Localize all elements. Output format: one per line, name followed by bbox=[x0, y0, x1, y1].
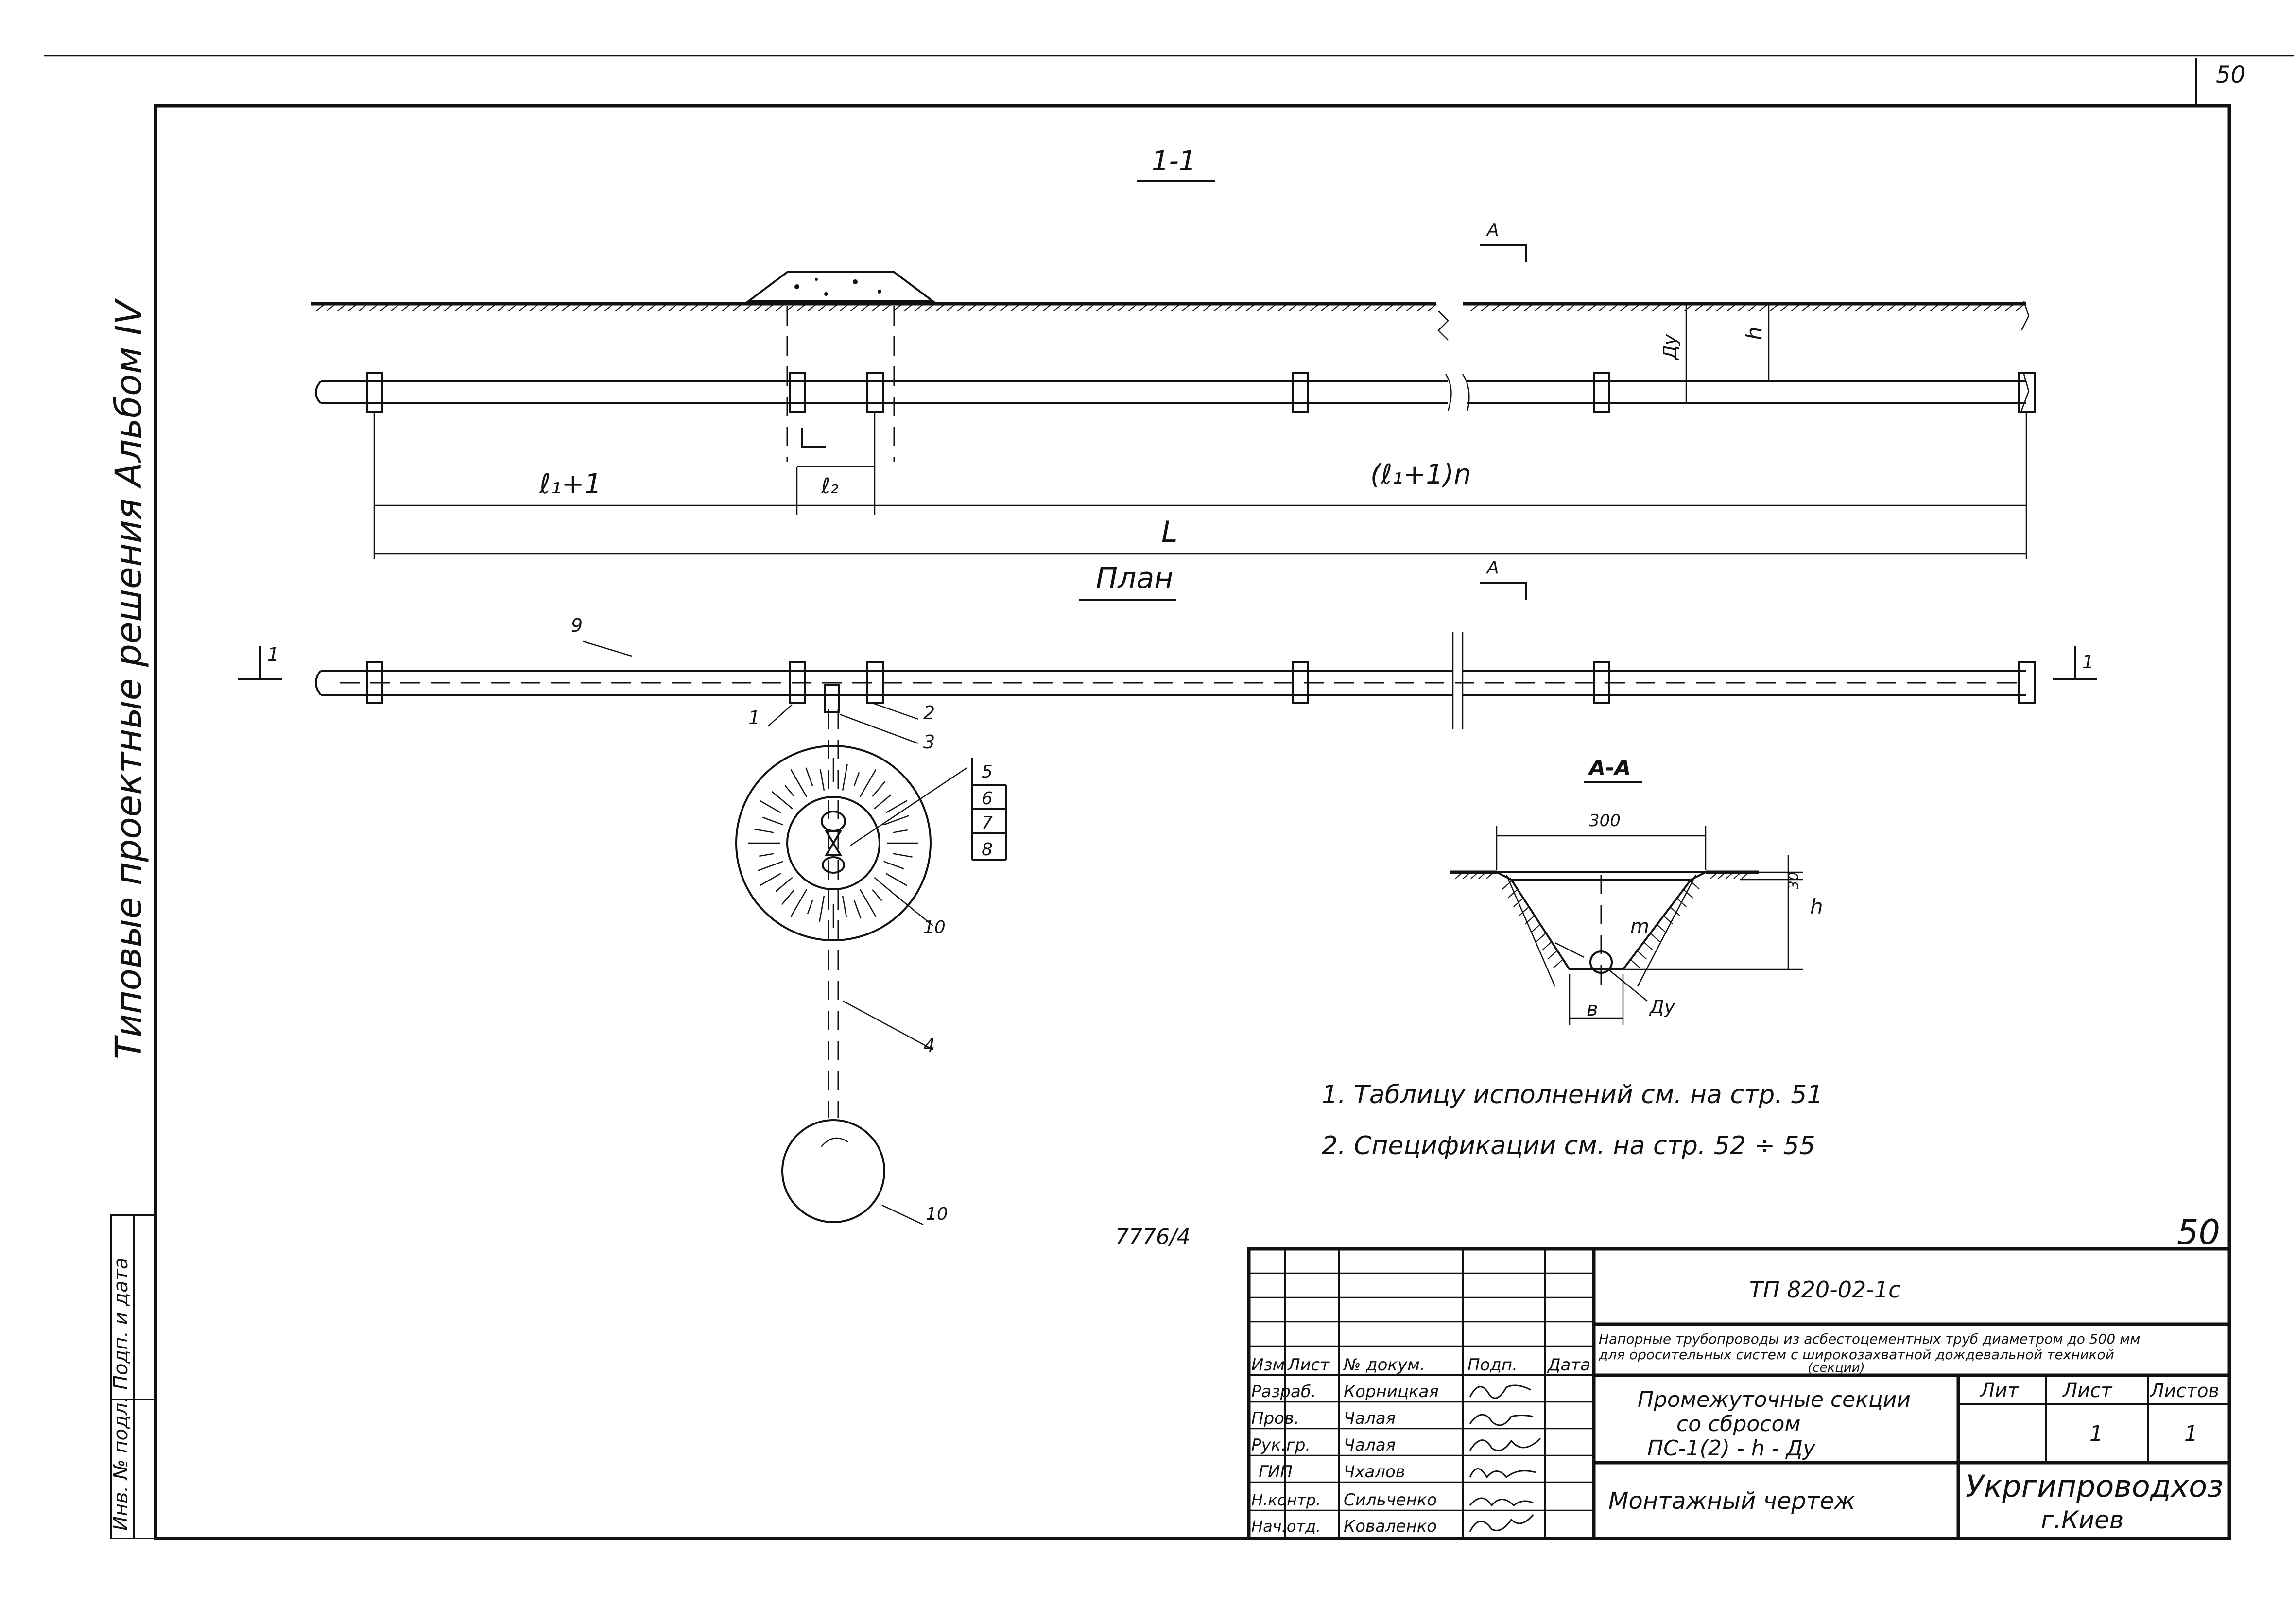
sheet-name-3: ПС-1(2) - h - Ду bbox=[1647, 1436, 1816, 1461]
role-0: Разраб. bbox=[1251, 1382, 1316, 1401]
signatures bbox=[1469, 1384, 1541, 1532]
callout-9: 9 bbox=[571, 615, 583, 636]
dim-dy-section: Ду bbox=[1659, 334, 1681, 361]
callout-3: 3 bbox=[923, 731, 935, 753]
drawing-type: Монтажный чертеж bbox=[1608, 1487, 1855, 1515]
depth-dims bbox=[1685, 304, 1770, 403]
name-5: Коваленко bbox=[1344, 1517, 1437, 1536]
org-city: г.Киев bbox=[2041, 1506, 2123, 1534]
name-1: Чалая bbox=[1344, 1409, 1396, 1428]
name-0: Корницкая bbox=[1344, 1382, 1439, 1401]
section-A-top-label: А bbox=[1486, 220, 1499, 240]
callout-5: 5 bbox=[982, 762, 993, 782]
section-mark-right: 1 bbox=[2082, 651, 2094, 673]
sheet-frame bbox=[44, 55, 2294, 1540]
subject-line-1: Напорные трубопроводы из асбестоцементны… bbox=[1599, 1331, 2140, 1347]
dim-L: L bbox=[1161, 515, 1177, 549]
org-name: Укргипроводхоз bbox=[1966, 1469, 2223, 1504]
subject-line-2: для оросительных систем с широкозахватно… bbox=[1598, 1347, 2114, 1363]
ground-line bbox=[311, 302, 2026, 311]
callout-4: 4 bbox=[923, 1035, 935, 1056]
subject-line-3: (секции) bbox=[1808, 1361, 1865, 1375]
list-value: 1 bbox=[2089, 1421, 2103, 1446]
callout-8: 8 bbox=[982, 840, 993, 860]
mound bbox=[745, 271, 936, 302]
inv-no-label: Инв. № подл. bbox=[110, 1397, 132, 1531]
podp-i-data-label: Подп. и дата bbox=[110, 1258, 132, 1390]
hdr-list: Лист bbox=[1287, 1355, 1330, 1375]
mound-projection bbox=[786, 306, 895, 462]
callout-1: 1 bbox=[748, 707, 760, 728]
role-1: Пров. bbox=[1251, 1409, 1299, 1428]
roles-table: Разраб. Корницкая Пров. Чалая Рук.гр. Ча… bbox=[1251, 1382, 1439, 1536]
section-marks-1 bbox=[238, 646, 2097, 680]
listov-value: 1 bbox=[2184, 1421, 2198, 1446]
dim-h-section: h bbox=[1742, 327, 1767, 340]
sheet-name-2: со сбросом bbox=[1676, 1412, 1801, 1436]
pipe-section-view bbox=[315, 301, 2030, 411]
dim-l1-n: (ℓ₁+1)n bbox=[1370, 459, 1471, 490]
title-block-grid bbox=[1247, 1247, 2231, 1540]
doc-ref: 7776/4 bbox=[1115, 1225, 1191, 1249]
page-number: 50 bbox=[2216, 61, 2245, 88]
dim-dy-AA: Ду bbox=[1649, 996, 1675, 1018]
stamp-page-number: 50 bbox=[2177, 1212, 2220, 1252]
trench-section bbox=[1450, 826, 1803, 1025]
role-5: Нач.отд. bbox=[1251, 1517, 1321, 1536]
dim-l1-plus-1: ℓ₁+1 bbox=[539, 468, 602, 500]
section-A-bottom-label: А bbox=[1486, 558, 1499, 578]
left-margin-strip bbox=[110, 1214, 156, 1539]
outlet-branch bbox=[824, 684, 840, 1118]
callout-10-upper: 10 bbox=[923, 917, 946, 937]
tp-code: ТП 820-02-1с bbox=[1749, 1277, 1900, 1303]
section-1-1-title: 1-1 bbox=[1152, 145, 1196, 177]
role-3: ГИП bbox=[1259, 1462, 1293, 1482]
section-AA-title: А-А bbox=[1588, 756, 1631, 780]
name-3: Чхалов bbox=[1344, 1462, 1405, 1482]
list-label: Лист bbox=[2062, 1380, 2113, 1402]
callout-7: 7 bbox=[982, 813, 993, 833]
role-4: Н.контр. bbox=[1251, 1491, 1321, 1509]
dim-300: 300 bbox=[1589, 811, 1621, 830]
sheet-name-1: Промежуточные секции bbox=[1638, 1387, 1911, 1412]
plan-title: План bbox=[1096, 561, 1173, 595]
lit-label: Лит bbox=[1979, 1380, 2020, 1402]
callout-10-lower: 10 bbox=[926, 1204, 948, 1224]
callout-2: 2 bbox=[923, 702, 935, 724]
leader-lines bbox=[583, 640, 1007, 1226]
hydrant-disc bbox=[735, 745, 932, 941]
note-2: 2. Спецификации см. на стр. 52 ÷ 55 bbox=[1322, 1131, 1815, 1160]
dim-30: 30 bbox=[1785, 872, 1801, 889]
listov-label: Листов bbox=[2149, 1380, 2219, 1401]
hdr-data: Дата bbox=[1547, 1355, 1590, 1375]
outlet-disc bbox=[781, 1119, 885, 1223]
name-4: Сильченко bbox=[1344, 1490, 1437, 1510]
pipe-plan-view bbox=[315, 632, 2026, 729]
dim-h-AA: h bbox=[1810, 895, 1823, 918]
dim-m: m bbox=[1630, 916, 1649, 938]
hdr-doc: № докум. bbox=[1343, 1355, 1425, 1375]
section-mark-left: 1 bbox=[267, 644, 279, 665]
album-title: Типовые проектные решения Альбом IV bbox=[108, 298, 150, 1059]
hdr-izm: Изм bbox=[1251, 1355, 1285, 1375]
dim-b: в bbox=[1587, 998, 1598, 1020]
callout-6: 6 bbox=[982, 789, 993, 809]
hdr-podp: Подп. bbox=[1467, 1355, 1518, 1375]
role-2: Рук.гр. bbox=[1251, 1435, 1311, 1455]
dim-l2: ℓ₂ bbox=[821, 474, 839, 499]
note-1: 1. Таблицу исполнений см. на стр. 51 bbox=[1322, 1080, 1823, 1109]
couplings-plan bbox=[366, 661, 2036, 704]
length-dims bbox=[373, 413, 2027, 559]
couplings-section bbox=[366, 372, 2036, 413]
name-2: Чалая bbox=[1344, 1435, 1396, 1455]
